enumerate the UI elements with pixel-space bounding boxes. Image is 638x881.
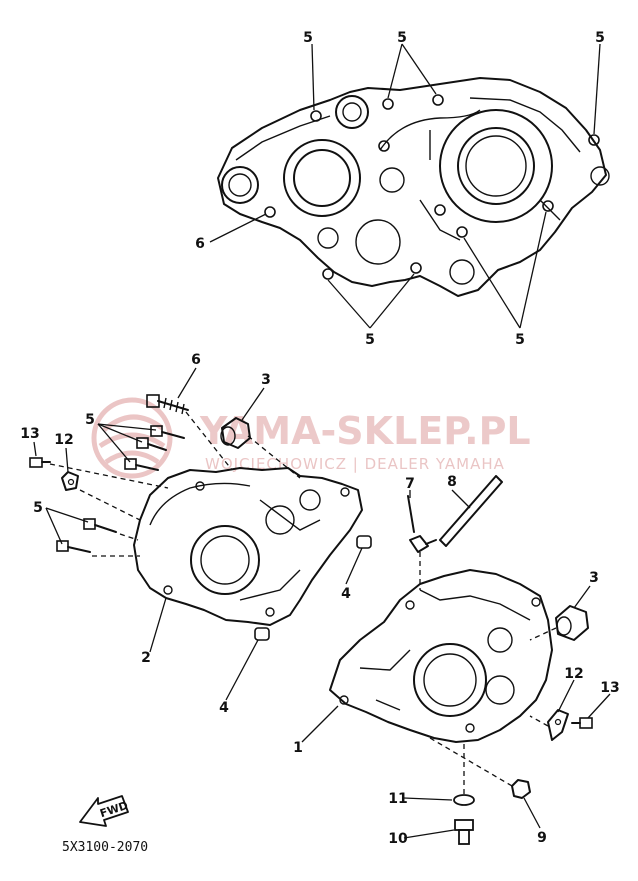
bolt-part-5-d [83, 518, 117, 533]
callout-top-6: 6 [195, 236, 205, 252]
callout-part-12-left: 12 [54, 432, 73, 448]
callout-part-8: 8 [447, 474, 457, 490]
top-view-leaders [209, 43, 601, 329]
callout-part-1: 1 [293, 740, 303, 756]
pin-part-8 [439, 475, 503, 547]
callout-part-6: 6 [191, 352, 201, 368]
fwd-arrow-icon: FWD [79, 795, 130, 827]
callout-top-5-bottom-right: 5 [515, 332, 525, 348]
callout-part-9: 9 [537, 830, 547, 846]
watermark: YAMA-SKLEP.PL WOJCIECHOWICZ | DEALER YAM… [91, 397, 531, 479]
callout-part-5-left-lower: 5 [33, 500, 43, 516]
watermark-logo [91, 397, 173, 479]
callout-part-4-lower: 4 [219, 700, 229, 716]
crankcase-right [329, 569, 553, 743]
crankcase-top-view [217, 77, 610, 297]
lower-leaders [33, 367, 611, 839]
callout-part-3-right: 3 [589, 570, 599, 586]
crankcase-left [133, 467, 363, 626]
callout-part-2: 2 [141, 650, 151, 666]
bolt-part-5-b [136, 437, 167, 451]
bolt-part-5-e [56, 540, 91, 553]
diagram-code: 5X3100-2070 [62, 840, 148, 855]
bolts-left [29, 394, 372, 641]
callout-top-5-right: 5 [595, 30, 605, 46]
screw-part-13-left [29, 457, 51, 468]
callout-part-5-left-upper: 5 [85, 412, 95, 428]
callout-part-4-upper: 4 [341, 586, 351, 602]
watermark-main-text: YAMA-SKLEP.PL [199, 409, 531, 453]
callout-part-12-right: 12 [564, 666, 583, 682]
bearing-part-3-right [555, 605, 589, 641]
callout-top-5-left: 5 [303, 30, 313, 46]
drain-bolt-part-10 [454, 819, 474, 845]
clamp-part-12-left [61, 471, 79, 491]
washer-part-11 [453, 794, 475, 806]
watermark-sub-text: WOJCIECHOWICZ | DEALER YAMAHA [205, 455, 505, 473]
callout-part-13-left: 13 [20, 426, 39, 442]
dowel-part-4-upper [356, 535, 372, 549]
callout-labels: 5 5 5 6 5 5 6 3 5 5 13 12 2 4 4 7 8 3 12… [20, 30, 619, 847]
bolt-part-5-a [150, 425, 185, 439]
callout-part-3-left: 3 [261, 372, 271, 388]
left-assembly-lines [49, 411, 301, 557]
fitting-part-7 [407, 495, 437, 553]
callout-part-7: 7 [405, 476, 415, 492]
screw-part-13-right [571, 717, 593, 729]
parts-right [407, 475, 593, 845]
callout-part-13-right: 13 [600, 680, 619, 696]
callout-part-10: 10 [388, 831, 408, 847]
callout-top-5-bottom-left: 5 [365, 332, 375, 348]
bolt-part-5-c [124, 458, 159, 471]
plug-part-9 [511, 779, 531, 799]
clamp-part-12-right [547, 709, 569, 741]
right-assembly-lines [419, 552, 557, 794]
callout-top-5-center: 5 [397, 30, 407, 46]
dowel-part-4-lower [254, 627, 270, 641]
callout-part-11: 11 [388, 791, 407, 807]
bolt-part-6 [146, 394, 189, 415]
